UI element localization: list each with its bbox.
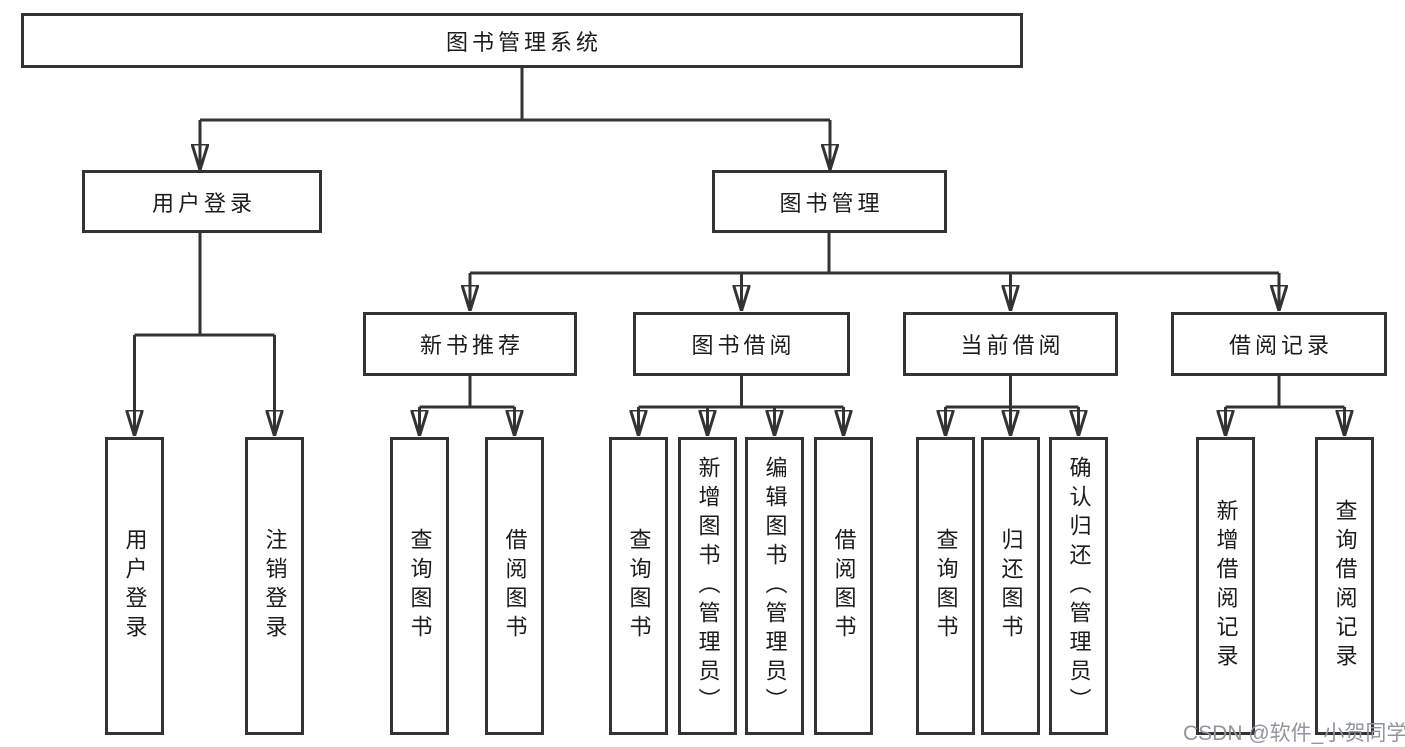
leaf-confirm-return-admin-label: 确认归还（管理员） [1066,455,1092,717]
node-new-book-recommend: 新书推荐 [363,312,577,376]
leaf-edit-books-admin: 编辑图书（管理员） [745,437,804,735]
leaf-user-login-label: 用户登录 [122,528,148,644]
leaf-query-books-label: 查询图书 [407,528,433,644]
node-book-management-label: 图书管理 [779,190,884,216]
leaf-query-books-label: 查询图书 [626,528,652,644]
leaf-add-books-admin: 新增图书（管理员） [678,437,737,735]
leaf-return-books: 归还图书 [981,437,1040,735]
leaf-logout: 注销登录 [245,437,304,735]
node-user-login: 用户登录 [82,170,322,233]
leaf-borrow-books-label: 借阅图书 [502,528,528,644]
leaf-borrow-books: 借阅图书 [814,437,873,735]
edge-book-borrowing-trunk [638,376,844,409]
edge-borrowing-records-trunk [1225,376,1345,409]
leaf-query-borrow-record-label: 查询借阅记录 [1332,499,1358,673]
leaf-borrow-books: 借阅图书 [485,437,544,735]
leaf-borrow-books-label: 借阅图书 [831,528,857,644]
leaf-query-borrow-record: 查询借阅记录 [1315,437,1374,735]
leaf-query-books-label: 查询图书 [933,528,959,644]
leaf-edit-books-admin-label: 编辑图书（管理员） [762,455,788,717]
watermark: CSDN @软件_小贺同学 [1183,722,1405,745]
node-current-borrowing: 当前借阅 [903,312,1118,376]
node-root-label: 图书管理系统 [445,29,602,55]
leaf-add-borrow-record: 新增借阅记录 [1196,437,1255,735]
leaf-add-books-admin-label: 新增图书（管理员） [695,455,721,717]
node-book-borrowing: 图书借阅 [633,312,850,376]
node-current-borrowing-label: 当前借阅 [960,333,1065,358]
leaf-query-books: 查询图书 [916,437,975,735]
node-borrowing-records-label: 借阅记录 [1228,333,1333,358]
leaf-confirm-return-admin: 确认归还（管理员） [1049,437,1108,735]
node-book-borrowing-label: 图书借阅 [691,333,796,358]
leaf-query-books: 查询图书 [609,437,668,735]
node-book-management: 图书管理 [712,170,947,233]
node-new-book-recommend-label: 新书推荐 [419,333,524,358]
leaf-query-books: 查询图书 [390,437,449,735]
node-root: 图书管理系统 [21,13,1023,68]
edge-new-book-recommend-trunk [419,376,515,409]
leaf-logout-label: 注销登录 [262,528,288,644]
edge-root-trunk [200,68,830,122]
node-user-login-label: 用户登录 [151,190,256,216]
leaf-add-borrow-record-label: 新增借阅记录 [1213,499,1239,673]
edge-user-login-trunk [134,233,275,337]
edge-book-management-trunk [470,233,1279,275]
leaf-return-books-label: 归还图书 [998,528,1024,644]
edge-current-borrowing-trunk [945,376,1079,409]
leaf-user-login: 用户登录 [105,437,164,735]
node-borrowing-records: 借阅记录 [1171,312,1387,376]
